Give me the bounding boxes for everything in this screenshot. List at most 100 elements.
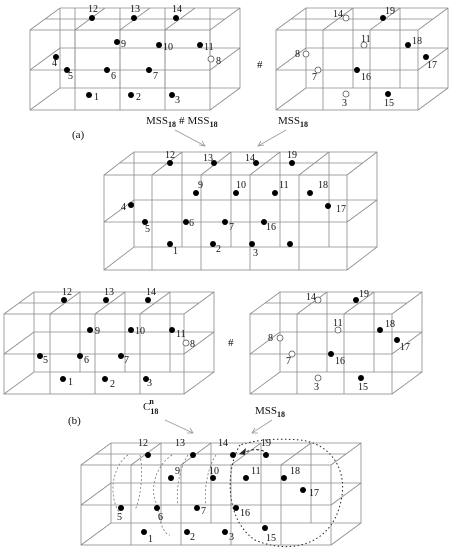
a-m-num: 2 (216, 244, 221, 255)
a-m-dot-6 (183, 219, 189, 225)
mss-subscript: 18 (300, 120, 308, 129)
a-r-num: 8 (295, 49, 300, 60)
b-m-dot-7 (194, 505, 200, 511)
b-right-numbers: 14 19 8 11 18 7 16 17 3 15 (268, 289, 410, 393)
a-caption-right: MSS18 (278, 115, 308, 129)
svg-text:MSS18: MSS18 (278, 115, 308, 129)
a-l-dot-3 (169, 92, 175, 98)
svg-text:MSS18: MSS18 (255, 405, 285, 419)
b-r-dot-7 (288, 350, 296, 358)
b-l-num: 1 (68, 377, 73, 388)
mss-subscript: 18 (168, 120, 176, 129)
b-m-num: 9 (175, 466, 180, 477)
a-r-num: 3 (342, 98, 347, 109)
b-r-num: 18 (385, 319, 395, 330)
a-l-dot-8 (207, 55, 215, 63)
b-m-num: 17 (309, 488, 319, 499)
a-l-num: 7 (153, 71, 158, 82)
svg-text:MSS18#MSS18: MSS18#MSS18 (146, 115, 218, 129)
a-m-dot-16 (261, 219, 267, 225)
b-l-dot-11 (169, 327, 175, 333)
a-m-num: 6 (189, 218, 194, 229)
a-m-num: 10 (236, 180, 246, 191)
a-l-dot-13 (131, 15, 137, 21)
b-merged-dots (118, 452, 306, 535)
mss-subscript: 18 (210, 120, 218, 129)
a-m-num: 16 (266, 222, 276, 233)
b-l-dot-2 (102, 376, 108, 382)
a-m-dot-19 (289, 160, 295, 166)
b-arrows (164, 419, 273, 434)
a-left-grid (29, 7, 241, 111)
b-left-box: 12 13 14 9 10 11 8 5 6 7 1 2 3 (3, 287, 215, 395)
b-m-dot-13 (190, 452, 196, 458)
b-m-num: 14 (218, 438, 228, 449)
a-m-num: 18 (318, 180, 328, 191)
a-l-dot-12 (89, 15, 95, 21)
a-caption-left: MSS18#MSS18 (146, 115, 218, 129)
b-m-dot-18 (281, 475, 287, 481)
b-right-box: 14 19 8 11 18 7 16 17 3 15 (249, 289, 423, 395)
a-m-dot-1 (167, 241, 173, 247)
mss-label: MSS (255, 405, 277, 417)
a-r-num: 7 (312, 72, 317, 83)
a-m-num: 1 (173, 246, 178, 257)
b-r-num: 3 (314, 382, 319, 393)
a-m-num: 11 (279, 180, 289, 191)
a-r-dot-19 (380, 15, 386, 21)
b-m-dot-9 (168, 475, 174, 481)
b-l-num: 7 (124, 355, 129, 366)
a-r-num: 17 (427, 60, 437, 71)
a-m-dot-7 (222, 219, 228, 225)
b-m-dot-16 (233, 505, 239, 511)
b-m-dot-5 (118, 505, 124, 511)
a-m-dot-2 (210, 241, 216, 247)
b-l-num: 2 (110, 379, 115, 390)
b-l-dot-12 (61, 297, 67, 303)
b-r-dot-16 (328, 351, 334, 357)
b-l-num: 13 (104, 287, 114, 298)
a-m-dot-11 (272, 190, 278, 196)
a-m-num: 13 (203, 153, 213, 164)
a-m-num: 7 (229, 222, 234, 233)
a-m-num: 14 (245, 153, 255, 164)
b-l-dot-13 (103, 297, 109, 303)
mss-subscript: 18 (277, 410, 285, 419)
a-l-num: 9 (121, 39, 126, 50)
label-b: (b) (68, 415, 81, 427)
a-l-num: 2 (136, 92, 141, 103)
a-l-dot-14 (173, 15, 179, 21)
b-l-num: 12 (62, 287, 72, 298)
b-m-num: 12 (138, 438, 148, 449)
a-right-numbers: 14 19 8 11 18 7 16 17 3 15 (295, 6, 437, 109)
a-left-numbers: 12 13 14 4 9 10 11 8 5 6 7 1 2 3 (52, 4, 221, 106)
b-m-dot-17 (300, 487, 306, 493)
a-l-dot-6 (104, 67, 110, 73)
a-right-box: 14 19 8 11 18 7 16 17 3 15 (275, 6, 449, 111)
a-left-dots (53, 15, 215, 98)
b-r-num: 16 (335, 356, 345, 367)
b-l-dot-14 (145, 297, 151, 303)
a-r-dot-17 (423, 54, 429, 60)
b-r-dot-15 (358, 375, 364, 381)
label-a: (a) (72, 129, 85, 141)
b-caption-right: MSS18 (255, 405, 285, 419)
a-m-num: 9 (198, 180, 203, 191)
a-r-dot-14 (342, 14, 350, 22)
b-l-num: 3 (147, 378, 152, 389)
a-m-num: 17 (336, 204, 346, 215)
b-l-num: 11 (176, 329, 186, 340)
a-l-num: 11 (204, 42, 214, 53)
svg-text:C18n: C18n (143, 397, 158, 416)
b-l-num: 10 (135, 326, 145, 337)
a-r-num: 18 (412, 36, 422, 47)
b-merged-numbers: 12 13 14 19 9 10 11 18 5 6 7 16 17 1 2 3… (117, 438, 319, 545)
b-l-dot-6 (77, 353, 83, 359)
b-l-num: 14 (146, 287, 156, 298)
b-l-num: 6 (84, 355, 89, 366)
a-l-num: 12 (88, 4, 98, 15)
mss-label: MSS (146, 115, 168, 127)
b-m-dot-10 (210, 475, 216, 481)
a-l-num: 5 (68, 71, 73, 82)
